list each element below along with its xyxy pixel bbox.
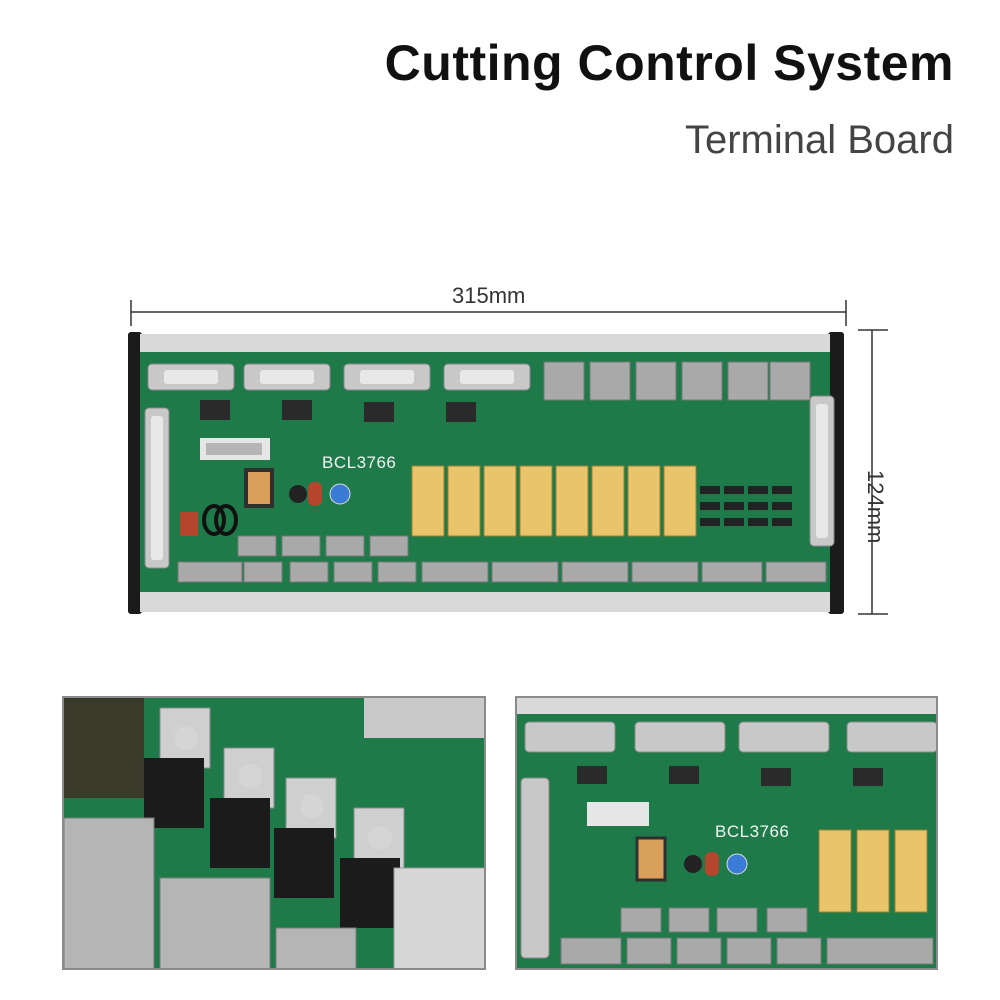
terminal-blocks-top-right <box>543 361 811 401</box>
width-dimension-label: 315mm <box>452 283 526 308</box>
page-subtitle: Terminal Board <box>684 118 954 162</box>
left-end-cap <box>128 332 142 614</box>
capacitor-red <box>308 482 322 506</box>
terminal-blocks-bottom-upper <box>237 535 409 557</box>
height-dimension-label: 124mm <box>863 470 888 544</box>
power-relays <box>411 465 697 537</box>
db-connectors-top <box>147 363 531 391</box>
page-title: Cutting Control System <box>384 35 954 91</box>
transistor-array <box>700 486 792 526</box>
closeup-inset-right: BCL3766 <box>515 696 938 970</box>
top-rail <box>140 334 830 354</box>
inductor <box>289 485 307 503</box>
board-model-label-inset: BCL3766 <box>715 822 790 841</box>
closeup-connectors-illustration <box>517 698 936 968</box>
closeup-inset-left <box>62 696 486 970</box>
board-model-label: BCL3766 <box>322 453 397 472</box>
power-coil <box>202 504 238 536</box>
signal-relays <box>200 400 476 422</box>
bottom-rail <box>140 592 830 612</box>
terminal-blocks-bottom <box>177 561 827 583</box>
capacitor-blue <box>329 483 351 505</box>
closeup-transistors-illustration <box>64 698 484 968</box>
